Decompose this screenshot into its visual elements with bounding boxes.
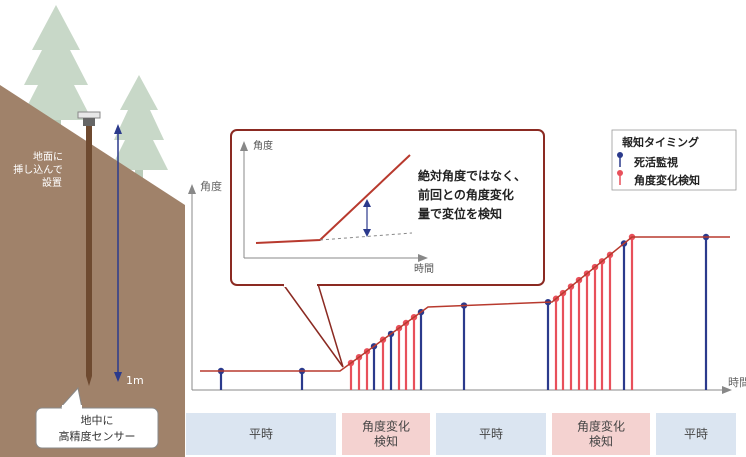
inset-x-label: 時間 <box>414 263 434 275</box>
phase-band <box>342 413 430 455</box>
legend-title: 報知タイミング <box>622 135 699 149</box>
phase-label: 平時 <box>249 427 273 441</box>
phase-label: 平時 <box>479 427 503 441</box>
phase-band <box>552 413 650 455</box>
install-label-2: 挿し込んで <box>13 163 63 176</box>
phase-label: 検知 <box>374 435 398 449</box>
main-y-label: 角度 <box>200 179 222 193</box>
phase-band <box>186 413 336 455</box>
phase-band <box>656 413 736 455</box>
tree-icon <box>110 75 168 200</box>
inset-axes <box>240 141 428 262</box>
main-x-label: 時間 <box>728 376 746 389</box>
phase-label: 角度変化 <box>577 419 625 434</box>
phase-label: 平時 <box>684 427 708 441</box>
install-label-1: 地面に <box>33 150 63 163</box>
notification-stems <box>217 233 710 390</box>
inset-delta-arrow <box>363 199 371 237</box>
red-pin-icon <box>617 170 623 185</box>
install-label-3: 設置 <box>42 176 62 189</box>
inset-y-label: 角度 <box>253 139 273 152</box>
legend <box>611 129 737 191</box>
callout-line-1: 地中に <box>81 414 114 427</box>
angle-line <box>200 236 730 372</box>
phase-band <box>436 413 546 455</box>
blue-pin-icon <box>617 152 623 167</box>
sensor-callout <box>35 386 159 449</box>
inset-caption-3: 量で変位を検知 <box>418 206 502 221</box>
legend-item-1: 死活監視 <box>634 155 678 169</box>
inset-callout <box>230 129 545 368</box>
sensor-icon <box>77 111 101 386</box>
callout-line-2: 高精度センサー <box>59 429 136 443</box>
ground-slope <box>0 85 185 457</box>
legend-item-2: 角度変化検知 <box>634 173 700 187</box>
depth-arrow <box>114 124 122 382</box>
phase-label: 角度変化 <box>362 419 410 434</box>
inset-caption-2: 前回との角度変化 <box>418 187 514 202</box>
inset-caption-1: 絶対角度ではなく、 <box>418 168 526 183</box>
phase-label: 検知 <box>589 435 613 449</box>
main-axes <box>188 184 732 394</box>
depth-label: 1m <box>126 374 144 387</box>
